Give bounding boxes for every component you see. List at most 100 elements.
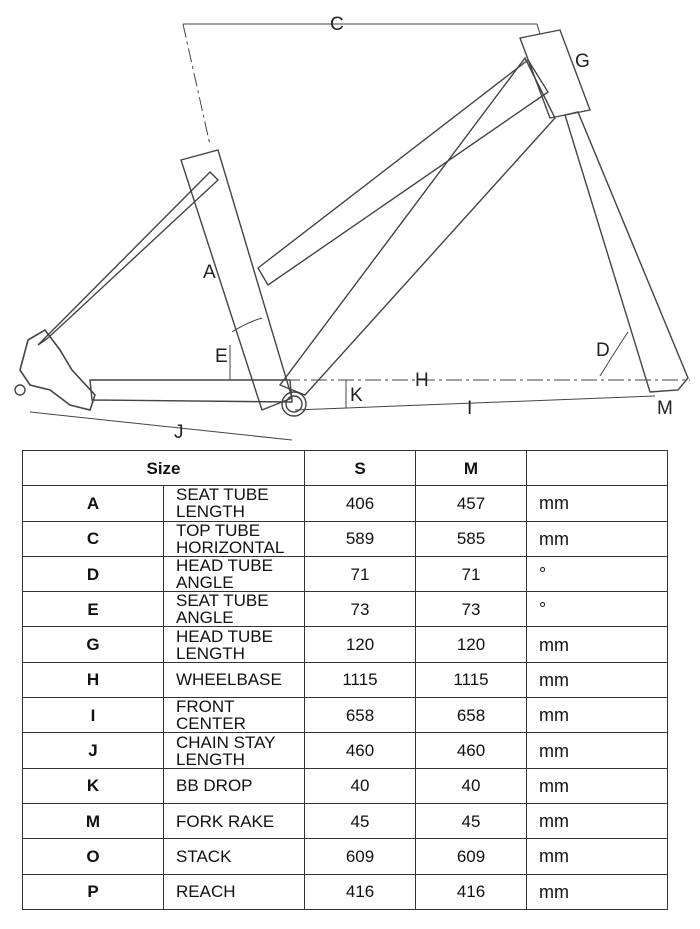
row-value-s: 416 (304, 873, 416, 910)
row-unit: ° (526, 555, 668, 593)
label-c: C (330, 14, 344, 35)
table-header-row: Size S M (22, 449, 668, 487)
label-h: H (415, 370, 429, 391)
label-m: M (657, 398, 673, 419)
row-value-s: 609 (304, 838, 416, 875)
seat-angle-arc (231, 317, 263, 333)
row-value-m: 460 (415, 732, 527, 769)
dim-j-line (29, 411, 293, 441)
row-name: SEAT TUBE ANGLE (163, 591, 305, 628)
row-value-s: 40 (304, 767, 416, 804)
row-name: TOP TUBE HORIZONTAL (163, 520, 305, 557)
size-m-header: M (415, 449, 527, 487)
row-name: HEAD TUBE LENGTH (163, 626, 305, 663)
row-unit: ° (526, 591, 668, 628)
down-tube (278, 56, 556, 396)
row-letter: H (22, 661, 164, 699)
row-value-s: 71 (304, 555, 416, 593)
row-value-s: 1115 (304, 661, 416, 699)
label-j: J (174, 422, 184, 443)
row-letter: J (22, 732, 164, 769)
row-value-m: 1115 (415, 661, 527, 699)
rear-dropout (19, 328, 96, 411)
top-tube (257, 58, 549, 287)
row-unit: mm (526, 485, 668, 522)
row-letter: E (22, 591, 164, 628)
row-letter: O (22, 838, 164, 875)
row-value-m: 73 (415, 591, 527, 628)
row-value-m: 658 (415, 697, 527, 734)
row-value-m: 416 (415, 873, 527, 910)
row-letter: M (22, 802, 164, 840)
row-letter: P (22, 873, 164, 910)
row-value-m: 609 (415, 838, 527, 875)
row-name: FORK RAKE (163, 802, 305, 840)
row-value-m: 40 (415, 767, 527, 804)
row-unit: mm (526, 520, 668, 557)
row-unit: mm (526, 873, 668, 910)
row-unit: mm (526, 626, 668, 663)
rear-axle (14, 384, 26, 396)
row-name: BB DROP (163, 767, 305, 804)
row-name: FRONT CENTER (163, 697, 305, 734)
unit-header (526, 449, 668, 487)
bottom-bracket (281, 391, 307, 417)
row-value-s: 73 (304, 591, 416, 628)
bike-frame-diagram: C G A E D H K I M J (14, 14, 690, 443)
dim-c-ext-left (182, 23, 211, 146)
size-header: Size (22, 449, 305, 487)
dim-c-ext-right (536, 23, 541, 35)
row-value-m: 457 (415, 485, 527, 522)
row-unit: mm (526, 732, 668, 769)
row-unit: mm (526, 802, 668, 840)
row-value-s: 406 (304, 485, 416, 522)
row-letter: G (22, 626, 164, 663)
row-value-s: 589 (304, 520, 416, 557)
seat-stay (37, 171, 220, 346)
row-name: REACH (163, 873, 305, 910)
row-unit: mm (526, 661, 668, 699)
row-name: SEAT TUBE LENGTH (163, 485, 305, 522)
row-value-m: 71 (415, 555, 527, 593)
row-letter: K (22, 767, 164, 804)
row-name: WHEELBASE (163, 661, 305, 699)
row-value-m: 45 (415, 802, 527, 840)
row-name: CHAIN STAY LENGTH (163, 732, 305, 769)
row-letter: D (22, 555, 164, 593)
row-value-s: 120 (304, 626, 416, 663)
row-unit: mm (526, 697, 668, 734)
dim-i-line (294, 395, 656, 411)
chain-stay (89, 379, 293, 403)
row-unit: mm (526, 838, 668, 875)
row-letter: I (22, 697, 164, 734)
label-k: K (350, 385, 363, 406)
row-letter: C (22, 520, 164, 557)
head-tube (519, 29, 591, 119)
label-e: E (215, 346, 228, 367)
row-letter: A (22, 485, 164, 522)
label-g: G (575, 51, 590, 72)
row-value-m: 120 (415, 626, 527, 663)
label-d: D (596, 340, 610, 361)
row-name: HEAD TUBE ANGLE (163, 555, 305, 593)
row-value-s: 658 (304, 697, 416, 734)
head-angle-arc (599, 331, 629, 377)
fork (564, 111, 689, 393)
bottom-bracket-inner (285, 395, 303, 413)
row-value-s: 45 (304, 802, 416, 840)
label-a: A (203, 262, 216, 283)
